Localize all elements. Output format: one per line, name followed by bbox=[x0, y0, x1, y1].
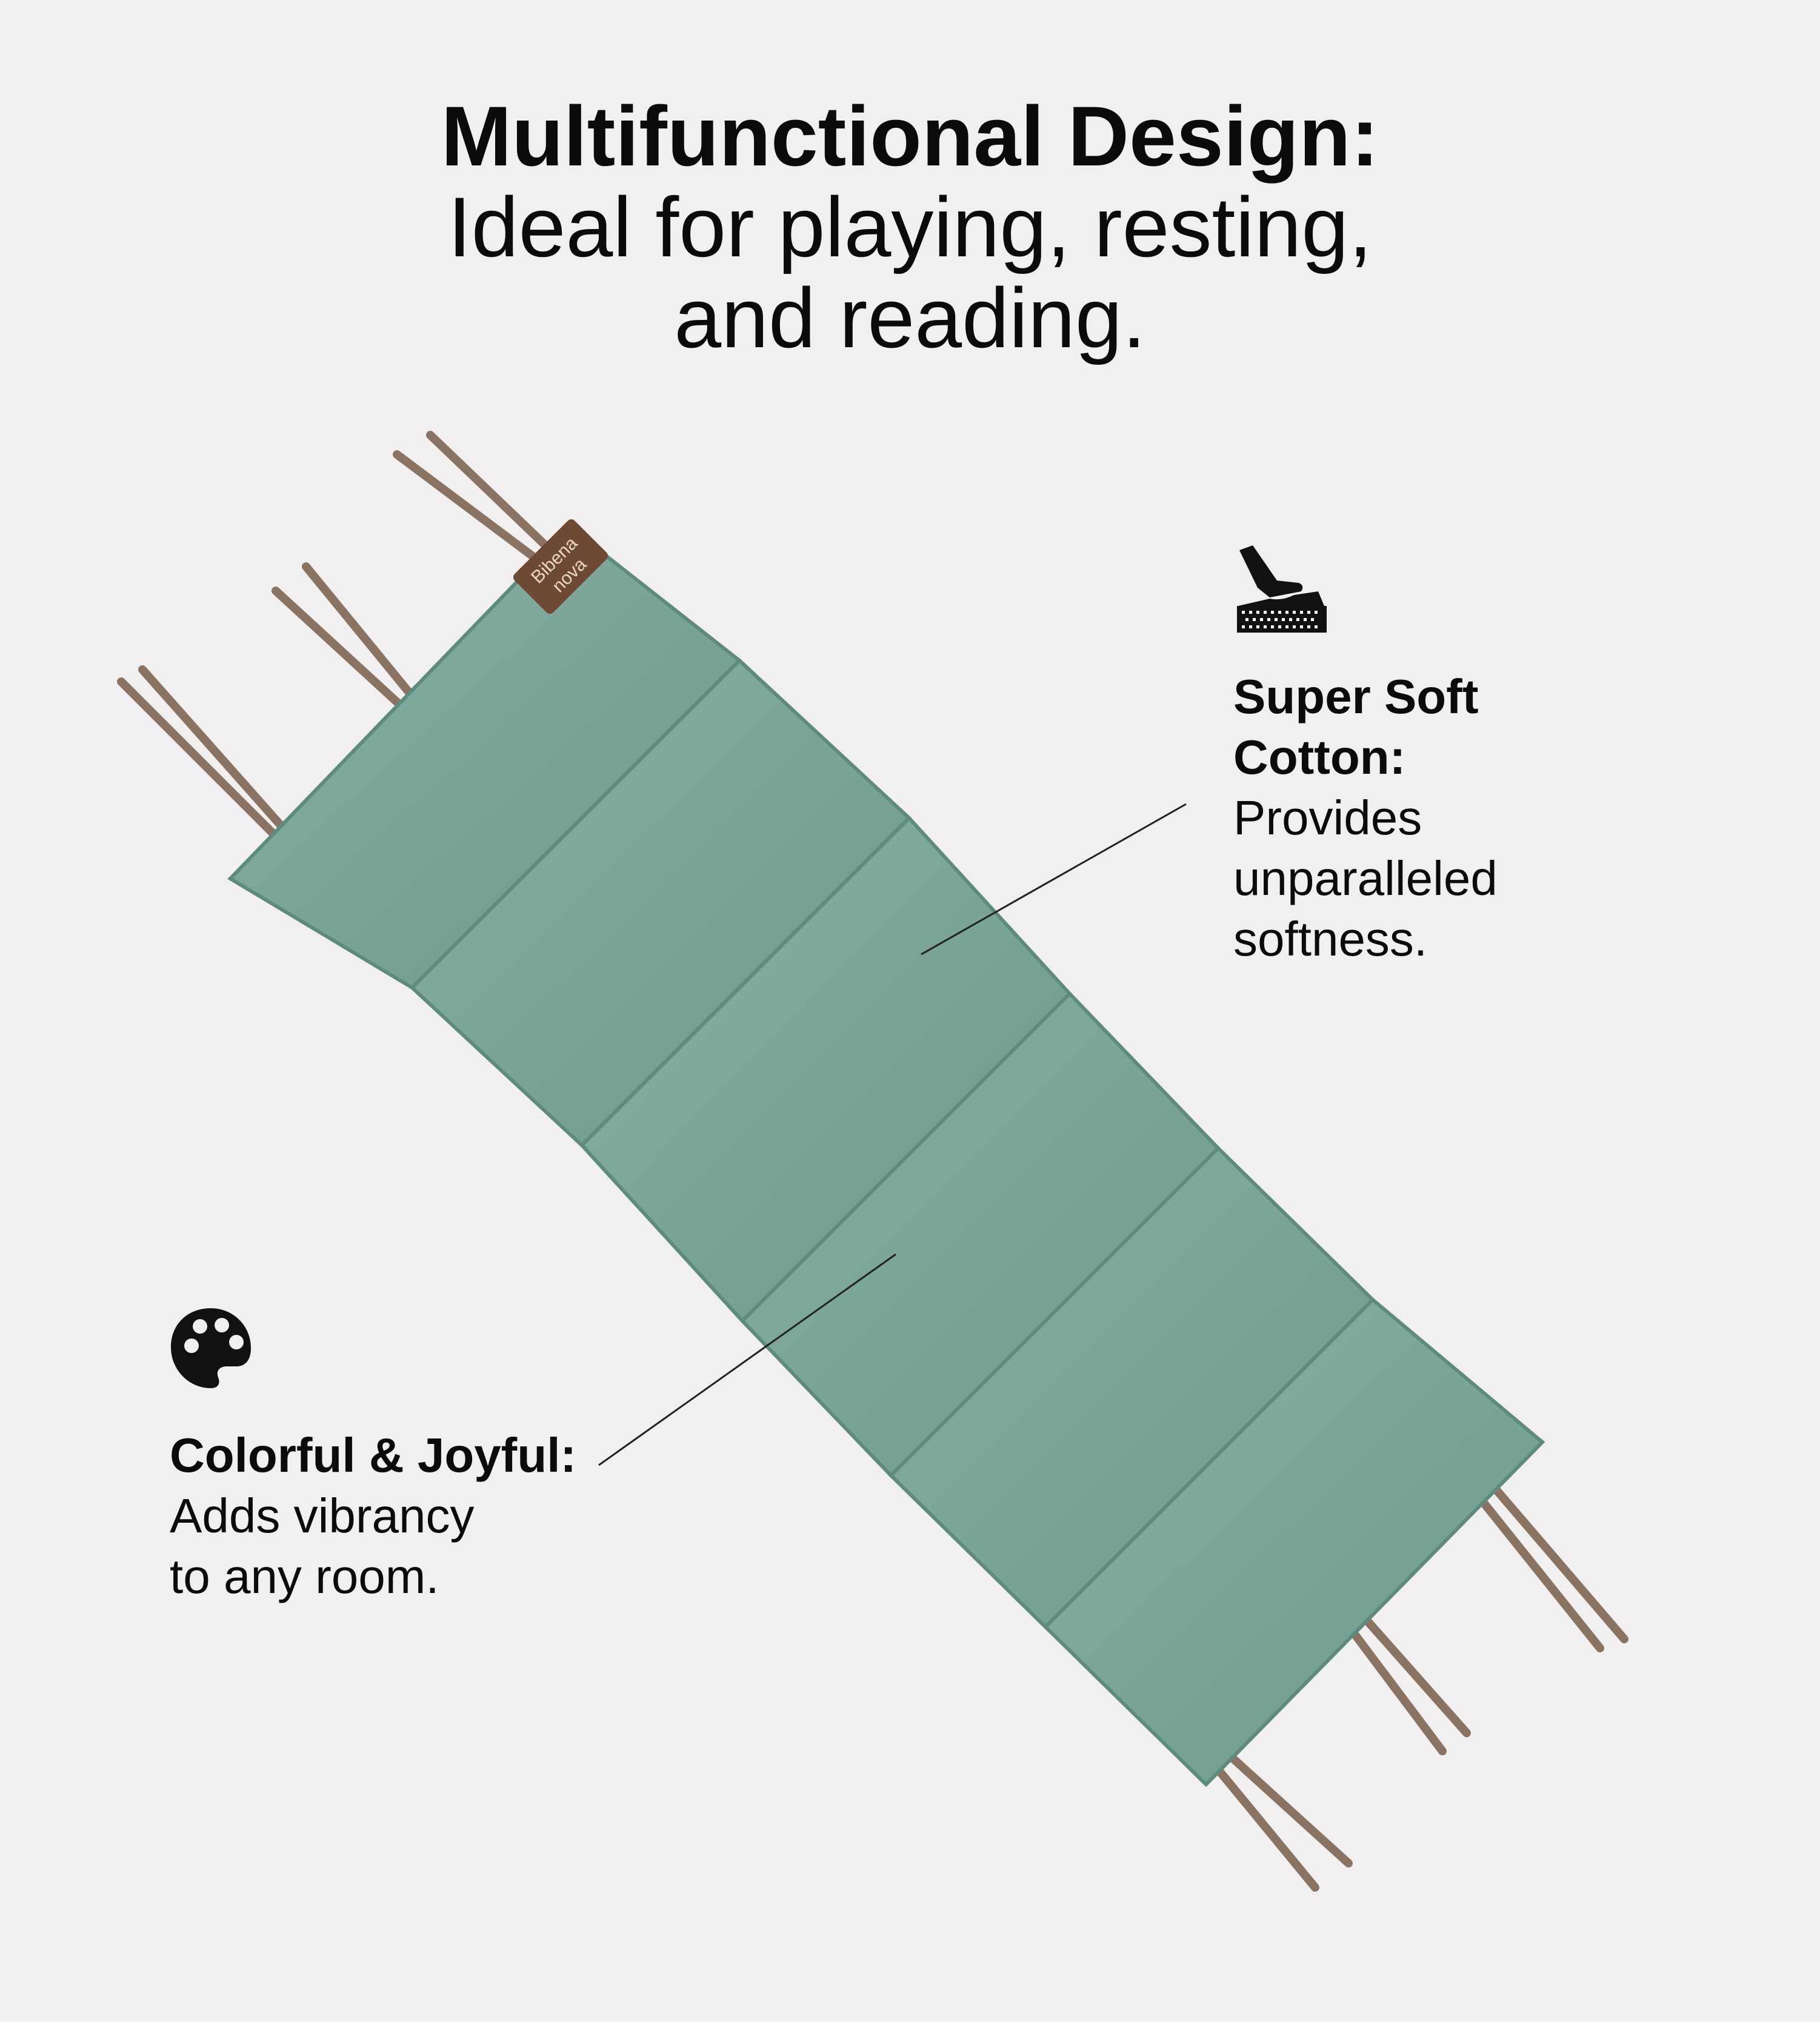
feature-super-soft-text-2: unparalleled bbox=[1233, 851, 1498, 905]
feature-colorful-title: Colorful & Joyful: bbox=[170, 1428, 577, 1482]
palette-icon bbox=[171, 1308, 251, 1388]
cushion-segment bbox=[1042, 1297, 1545, 1788]
leader-line-color bbox=[598, 1253, 896, 1466]
leader-line-soft bbox=[921, 803, 1187, 956]
headline: Multifunctional Design: Ideal for playin… bbox=[0, 91, 1820, 364]
feature-colorful: Colorful & Joyful: Adds vibrancy to any … bbox=[170, 1425, 576, 1607]
feature-colorful-text-2: to any room. bbox=[170, 1549, 439, 1603]
feature-super-soft-title-2: Cotton: bbox=[1233, 730, 1406, 784]
headline-line-1: Ideal for playing, resting, bbox=[447, 179, 1373, 274]
cushion-body bbox=[227, 524, 1545, 1788]
headline-line-2: and reading. bbox=[674, 270, 1146, 365]
feature-colorful-text-1: Adds vibrancy bbox=[170, 1489, 475, 1543]
headline-title: Multifunctional Design: bbox=[441, 88, 1379, 184]
feature-super-soft-text-1: Provides bbox=[1233, 791, 1422, 845]
brand-label: Bibena nova bbox=[513, 519, 608, 614]
feature-super-soft: Super Soft Cotton: Provides unparalleled… bbox=[1233, 667, 1498, 969]
feature-super-soft-title-1: Super Soft bbox=[1233, 670, 1479, 723]
hand-pressing-foam-icon bbox=[1237, 545, 1327, 633]
feature-super-soft-text-3: softness. bbox=[1233, 912, 1428, 966]
